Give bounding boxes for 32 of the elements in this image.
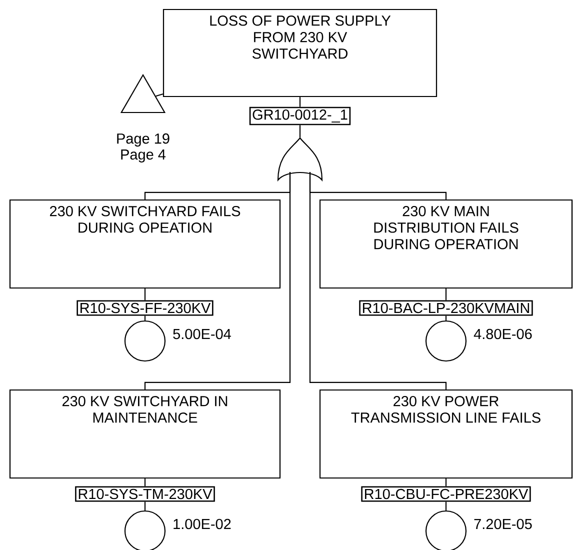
basic-event-circle bbox=[124, 320, 166, 362]
event-id-box: GR10-0012-_1 bbox=[249, 106, 351, 126]
event-box: 230 KV SWITCHYARD FAILS DURING OPEATION bbox=[9, 199, 281, 289]
probability-label: 5.00E-04 bbox=[173, 328, 231, 340]
connector-line bbox=[299, 97, 301, 107]
page-reference: Page 4 bbox=[121, 150, 166, 162]
probability-label: 7.20E-05 bbox=[474, 518, 532, 530]
connector-line bbox=[309, 172, 447, 390]
event-box: 230 KV SWITCHYARD IN MAINTENANCE bbox=[9, 389, 281, 479]
connector-line bbox=[445, 478, 447, 486]
basic-event-circle bbox=[425, 320, 467, 362]
connector-line bbox=[299, 125, 301, 138]
probability-label: 4.80E-06 bbox=[474, 328, 532, 340]
connector-line bbox=[144, 316, 146, 320]
connector-line bbox=[144, 288, 146, 300]
connector-line bbox=[156, 93, 164, 97]
connector-line bbox=[445, 316, 447, 320]
page-reference: Page 19 bbox=[117, 133, 170, 147]
event-box: 230 KV MAIN DISTRIBUTION FAILS DURING OPERATION bbox=[319, 199, 573, 289]
event-id-box: R10-SYS-TM-230KV bbox=[75, 486, 215, 502]
event-id-box: R10-BAC-LP-230KVMAIN bbox=[359, 300, 533, 316]
connector-line bbox=[445, 502, 447, 510]
event-box: LOSS OF POWER SUPPLY FROM 230 KV SWITCHYARD bbox=[162, 8, 438, 98]
event-id-box: R10-SYS-FF-230KV bbox=[76, 300, 214, 316]
or-gate bbox=[277, 137, 323, 181]
probability-label: 1.00E-02 bbox=[174, 518, 231, 530]
connector-line bbox=[144, 172, 291, 390]
event-id-box: R10-CBU-FC-PRE230KV bbox=[361, 486, 531, 502]
event-box: 230 KV POWER TRANSMISSION LINE FAILS bbox=[319, 389, 573, 479]
connector-line bbox=[445, 288, 447, 300]
connector-line bbox=[144, 478, 146, 486]
connector-line bbox=[144, 502, 146, 510]
